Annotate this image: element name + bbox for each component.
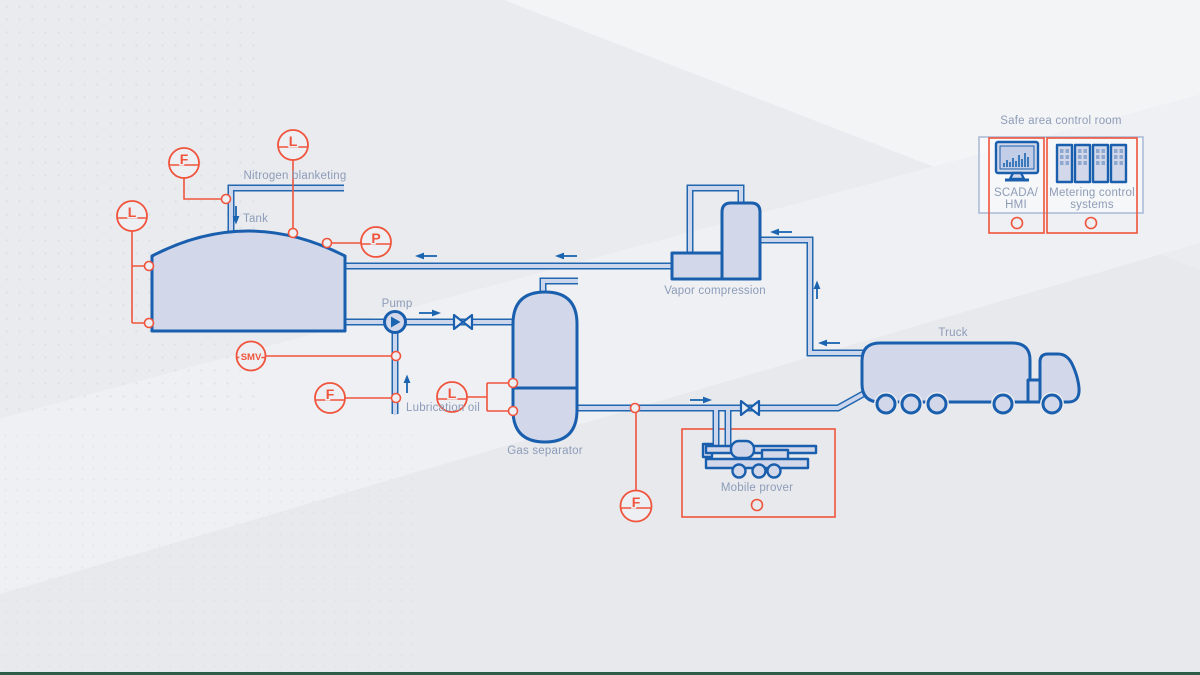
pump-symbol bbox=[383, 310, 407, 334]
svg-text:F: F bbox=[632, 494, 641, 510]
gas-separator-vessel bbox=[511, 290, 579, 444]
tap-point bbox=[629, 402, 641, 414]
control-room-title: Safe area control room bbox=[1000, 115, 1121, 127]
instrument-level-tank-top: L bbox=[277, 129, 309, 161]
separator-vent-pipe bbox=[539, 277, 578, 294]
truck-cab bbox=[1038, 352, 1081, 404]
tap-point bbox=[143, 317, 155, 329]
product-line-to-truck bbox=[575, 389, 867, 412]
lubrication-oil-label: Lubrication oil bbox=[406, 402, 480, 414]
instrument-level-tank-side: L bbox=[116, 200, 148, 232]
tap-point bbox=[321, 237, 333, 249]
tap-point bbox=[143, 260, 155, 272]
svg-text:L: L bbox=[128, 204, 137, 220]
prover-drop-pipes bbox=[712, 410, 732, 448]
truck-label: Truck bbox=[938, 327, 967, 339]
svg-text:L: L bbox=[289, 133, 298, 149]
monitor-bar-chart-icon bbox=[1003, 153, 1029, 167]
tap-point bbox=[507, 405, 519, 417]
truck-wheels bbox=[874, 392, 1064, 416]
metering-systems-label: Metering control bbox=[1049, 187, 1135, 199]
mobile-prover-label: Mobile prover bbox=[721, 482, 793, 494]
flow-arrow-left-icon bbox=[415, 252, 437, 260]
tap-point bbox=[390, 392, 402, 404]
instrument-flow-nitrogen: F bbox=[168, 147, 200, 179]
scada-hmi-label: SCADA/ bbox=[994, 187, 1039, 199]
footer-accent-bar bbox=[0, 672, 1200, 675]
metering-systems-label: systems bbox=[1070, 199, 1114, 211]
mobile-prover-frame bbox=[681, 428, 836, 518]
mobile-prover-trailer bbox=[701, 439, 818, 479]
compressor-loop-pipe bbox=[686, 184, 745, 255]
labels: Nitrogen blanketing Tank Pump Lubricatio… bbox=[243, 115, 1135, 494]
svg-text:F: F bbox=[180, 151, 189, 167]
svg-text:F: F bbox=[326, 386, 335, 402]
instrument-level-separator: L bbox=[436, 381, 468, 413]
metering-cabinets-icon bbox=[1055, 143, 1128, 184]
tap-point bbox=[220, 193, 232, 205]
valve-icon-loading-line bbox=[739, 399, 761, 417]
valve-icon-separator-inlet bbox=[452, 313, 474, 331]
tap-point bbox=[507, 377, 519, 389]
truck-tank bbox=[860, 341, 1032, 404]
flow-arrow-down-icon bbox=[232, 206, 240, 225]
control-room-red-frames bbox=[988, 137, 1138, 234]
scada-monitor-icon bbox=[994, 140, 1040, 182]
flow-arrow-right-icon bbox=[690, 396, 712, 404]
gas-separator-label: Gas separator bbox=[507, 445, 582, 457]
instrument-smv: SMV bbox=[235, 340, 267, 372]
scada-hmi-label: HMI bbox=[1005, 199, 1027, 211]
flow-arrow-left-icon bbox=[770, 228, 792, 236]
svg-text:P: P bbox=[371, 230, 380, 246]
svg-text:L: L bbox=[448, 385, 457, 401]
instrument-flow-lubrication: F bbox=[314, 382, 346, 414]
nitrogen-blanketing-pipe bbox=[227, 184, 344, 242]
tap-point bbox=[390, 350, 402, 362]
instrumentation: F L L P SMV bbox=[116, 129, 653, 523]
pump-rotor-icon bbox=[391, 316, 401, 328]
instrument-flow-product: F bbox=[619, 489, 653, 523]
safe-area-control-room bbox=[978, 136, 1144, 234]
flow-arrow-left-icon bbox=[555, 252, 577, 260]
flow-arrow-up-icon bbox=[813, 280, 821, 299]
vapor-return-pipe bbox=[758, 236, 864, 357]
instrument-pressure-tank: P bbox=[360, 226, 392, 258]
flow-arrow-right-icon bbox=[419, 309, 441, 317]
vapor-compression-unit bbox=[670, 201, 762, 281]
tank-label: Tank bbox=[243, 213, 268, 225]
storage-tank bbox=[150, 229, 347, 333]
truck-graphic bbox=[860, 341, 1081, 416]
vapor-compression-label: Vapor compression bbox=[664, 285, 766, 297]
tap-point bbox=[287, 227, 299, 239]
flow-arrows bbox=[232, 206, 840, 404]
svg-text:SMV: SMV bbox=[241, 352, 262, 363]
equipment bbox=[150, 201, 1081, 479]
cabinet-grid-dots bbox=[1060, 149, 1123, 165]
flow-arrow-left-icon bbox=[818, 339, 840, 347]
flow-arrow-up-icon bbox=[403, 374, 411, 393]
pump-label: Pump bbox=[382, 298, 413, 310]
nitrogen-blanketing-label: Nitrogen blanketing bbox=[244, 170, 347, 182]
